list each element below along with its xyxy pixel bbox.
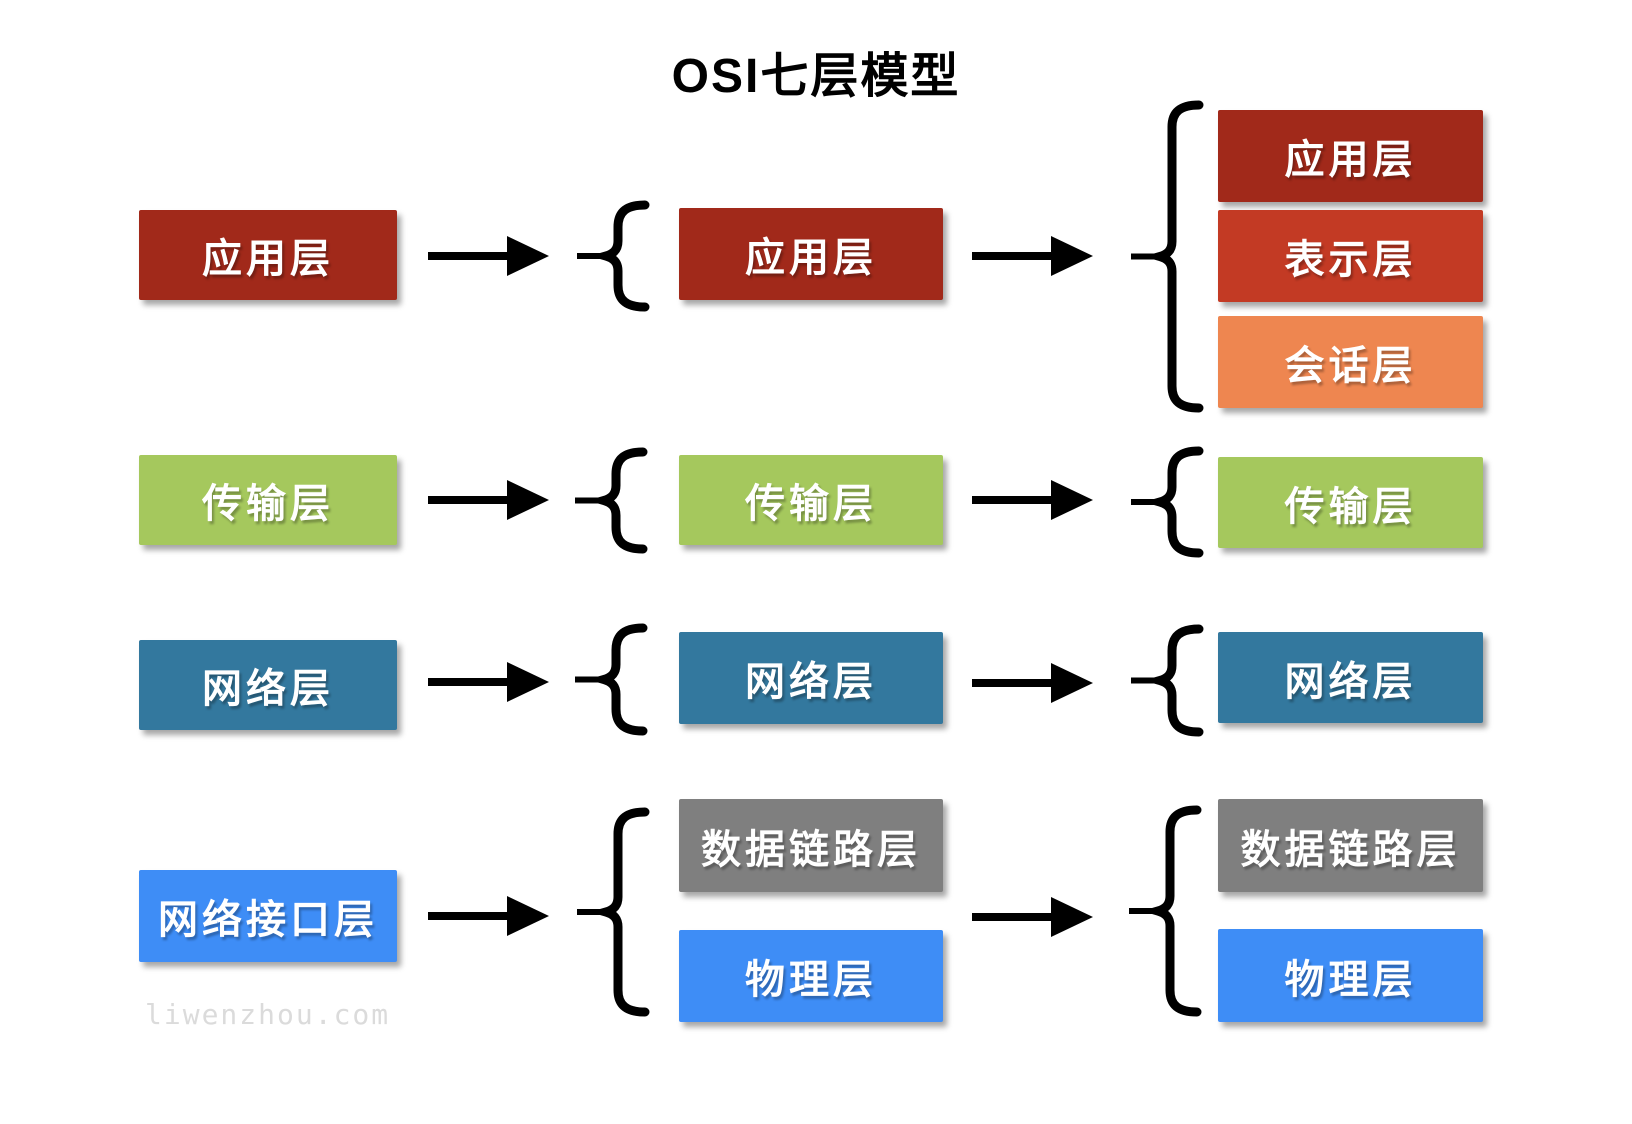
brace-middle-4 bbox=[577, 807, 650, 1017]
arrow-left-to-middle-row1 bbox=[428, 236, 549, 276]
box-label: 数据链路层 bbox=[1240, 826, 1461, 873]
col1-box-application: 应用层 bbox=[139, 210, 397, 300]
box-label: 数据链路层 bbox=[701, 826, 921, 873]
brace-middle-2 bbox=[575, 447, 648, 554]
box-label: 物理层 bbox=[745, 957, 877, 1003]
box-label: 应用层 bbox=[745, 235, 877, 281]
arrow-middle-to-right-row1 bbox=[972, 236, 1093, 276]
box-label: 网络层 bbox=[1284, 658, 1417, 705]
box-label: 会话层 bbox=[1284, 343, 1417, 389]
box-label: 物理层 bbox=[1284, 956, 1417, 1003]
box-label: 应用层 bbox=[1284, 137, 1417, 183]
brace-middle-1 bbox=[577, 200, 650, 312]
col2-box-network: 网络层 bbox=[679, 632, 943, 724]
col1-box-network: 网络层 bbox=[139, 640, 397, 730]
box-label: 表示层 bbox=[1284, 237, 1417, 283]
col2-box-data-link: 数据链路层 bbox=[679, 799, 943, 892]
col3-box-physical: 物理层 bbox=[1218, 929, 1483, 1022]
col3-box-network: 网络层 bbox=[1218, 632, 1483, 723]
brace-right-1 bbox=[1131, 100, 1204, 413]
arrow-left-to-middle-row2 bbox=[428, 480, 549, 520]
col2-box-physical: 物理层 bbox=[679, 930, 943, 1022]
box-label: 传输层 bbox=[745, 481, 877, 527]
box-label: 网络层 bbox=[745, 659, 877, 705]
col3-box-application: 应用层 bbox=[1218, 110, 1483, 202]
col1-box-transport: 传输层 bbox=[139, 455, 397, 545]
box-label: 传输层 bbox=[202, 481, 334, 527]
box-label: 网络层 bbox=[202, 666, 334, 712]
box-label: 应用层 bbox=[202, 236, 334, 282]
col3-box-data-link: 数据链路层 bbox=[1218, 799, 1483, 892]
brace-right-4 bbox=[1129, 805, 1202, 1017]
arrow-left-to-middle-row3 bbox=[428, 662, 549, 702]
col2-box-application: 应用层 bbox=[679, 208, 943, 300]
col1-box-network-interface: 网络接口层 bbox=[139, 870, 397, 962]
brace-right-3 bbox=[1131, 624, 1204, 737]
arrow-middle-to-right-row2 bbox=[972, 480, 1093, 520]
col2-box-transport: 传输层 bbox=[679, 455, 943, 545]
box-label: 网络接口层 bbox=[158, 897, 378, 943]
arrow-middle-to-right-row4 bbox=[972, 897, 1093, 937]
watermark: liwenzhou.com bbox=[145, 998, 391, 1031]
box-label: 传输层 bbox=[1284, 483, 1417, 530]
col3-box-presentation: 表示层 bbox=[1218, 210, 1483, 302]
arrow-middle-to-right-row3 bbox=[972, 663, 1093, 703]
brace-right-2 bbox=[1131, 446, 1204, 558]
brace-middle-3 bbox=[575, 623, 648, 736]
diagram-title: OSI七层模型 bbox=[671, 50, 961, 103]
col3-box-transport: 传输层 bbox=[1218, 457, 1483, 548]
col3-box-session: 会话层 bbox=[1218, 316, 1483, 408]
arrow-left-to-middle-row4 bbox=[428, 896, 549, 936]
